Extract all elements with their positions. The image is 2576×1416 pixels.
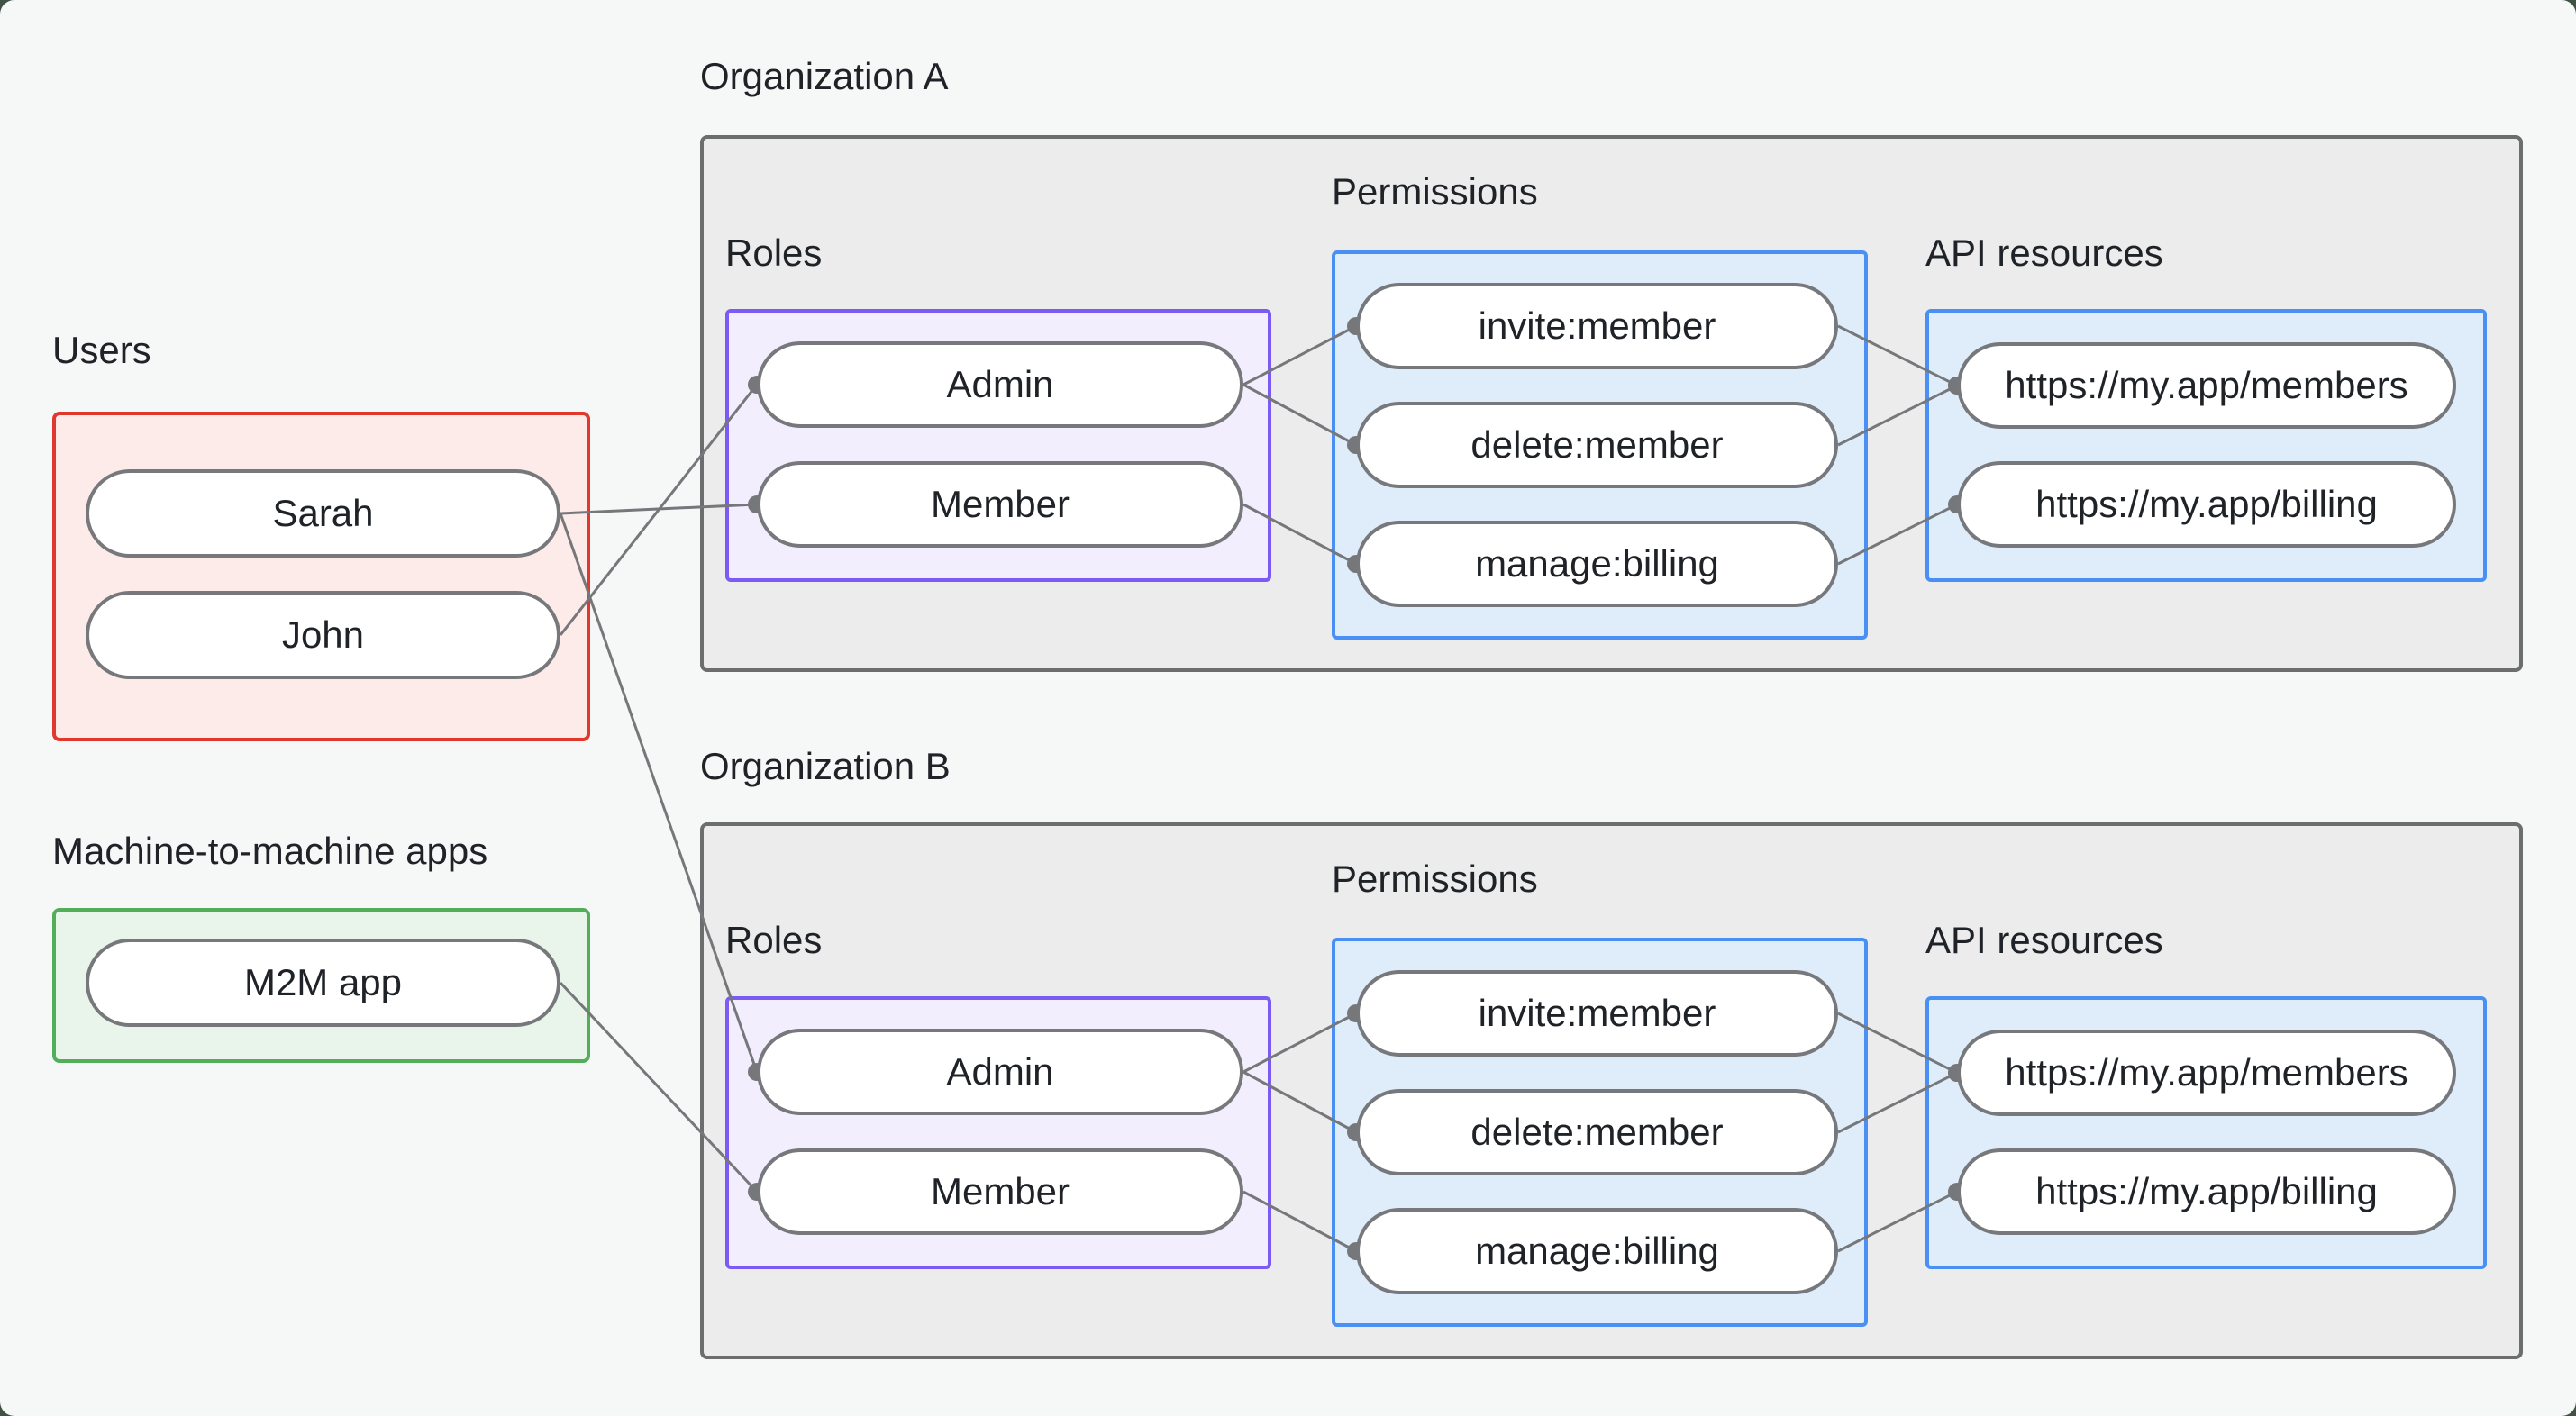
group-box-users: [52, 412, 590, 741]
node-sarah: Sarah: [86, 469, 560, 558]
label-api-resources-b: API resources: [1925, 919, 2163, 961]
label-m2m-apps: Machine-to-machine apps: [52, 830, 488, 872]
node-label: delete:member: [1470, 1111, 1724, 1153]
node-member-a: Member: [757, 461, 1243, 548]
node-members-b: https://my.app/members: [1957, 1030, 2456, 1116]
node-label: manage:billing: [1475, 542, 1719, 585]
node-manage-a: manage:billing: [1356, 521, 1838, 607]
edge-admin-a-to-delete-a: [1242, 383, 1357, 447]
node-label: https://my.app/billing: [2035, 483, 2378, 525]
edge-sarah-to-admin-b: [559, 513, 759, 1073]
node-member-b: Member: [757, 1148, 1243, 1235]
edge-manage-b-to-billing-b: [1837, 1190, 1958, 1253]
node-admin-b: Admin: [757, 1029, 1243, 1115]
node-invite-b: invite:member: [1356, 970, 1838, 1057]
label-roles-b: Roles: [725, 919, 823, 961]
edge-manage-a-to-billing-a: [1837, 503, 1958, 566]
node-label: Member: [930, 1170, 1070, 1212]
node-label: M2M app: [243, 961, 403, 1003]
node-label: Admin: [946, 1050, 1054, 1093]
node-label: Member: [930, 483, 1070, 525]
label-api-resources-a: API resources: [1925, 231, 2163, 274]
node-label: https://my.app/members: [2005, 364, 2408, 406]
node-billing-b: https://my.app/billing: [1957, 1148, 2456, 1235]
edge-john-to-admin-a: [559, 384, 759, 636]
edge-admin-b-to-delete-b: [1242, 1070, 1357, 1134]
node-billing-a: https://my.app/billing: [1957, 461, 2456, 548]
node-john: John: [86, 591, 560, 679]
label-permissions-b: Permissions: [1332, 858, 1538, 900]
node-m2m-app: M2M app: [86, 939, 560, 1027]
node-label: manage:billing: [1475, 1230, 1719, 1272]
label-permissions-a: Permissions: [1332, 170, 1538, 213]
edge-member-b-to-manage-b: [1242, 1190, 1357, 1253]
edge-admin-b-to-invite-b: [1242, 1012, 1357, 1074]
label-roles-a: Roles: [725, 231, 823, 274]
node-label: Sarah: [272, 492, 374, 534]
node-label: https://my.app/billing: [2035, 1170, 2378, 1212]
node-label: Admin: [946, 363, 1054, 405]
node-label: invite:member: [1478, 304, 1716, 347]
node-invite-a: invite:member: [1356, 283, 1838, 369]
node-label: delete:member: [1470, 423, 1724, 466]
node-label: https://my.app/members: [2005, 1051, 2408, 1094]
label-users: Users: [52, 329, 151, 371]
edge-invite-a-to-members-a: [1837, 324, 1958, 387]
label-org-a: Organization A: [700, 55, 949, 97]
node-label: invite:member: [1478, 992, 1716, 1034]
node-members-a: https://my.app/members: [1957, 342, 2456, 429]
node-delete-a: delete:member: [1356, 402, 1838, 488]
node-admin-a: Admin: [757, 341, 1243, 428]
edge-delete-b-to-members-b: [1837, 1071, 1958, 1134]
edge-invite-b-to-members-b: [1837, 1012, 1958, 1075]
edge-member-a-to-manage-a: [1242, 503, 1357, 566]
label-org-b: Organization B: [700, 745, 951, 787]
edge-admin-a-to-invite-a: [1242, 324, 1357, 386]
edge-m2m-app-to-member-b: [559, 981, 759, 1194]
node-label: John: [281, 613, 365, 656]
edge-delete-a-to-members-a: [1837, 384, 1958, 447]
node-manage-b: manage:billing: [1356, 1208, 1838, 1294]
node-delete-b: delete:member: [1356, 1089, 1838, 1175]
